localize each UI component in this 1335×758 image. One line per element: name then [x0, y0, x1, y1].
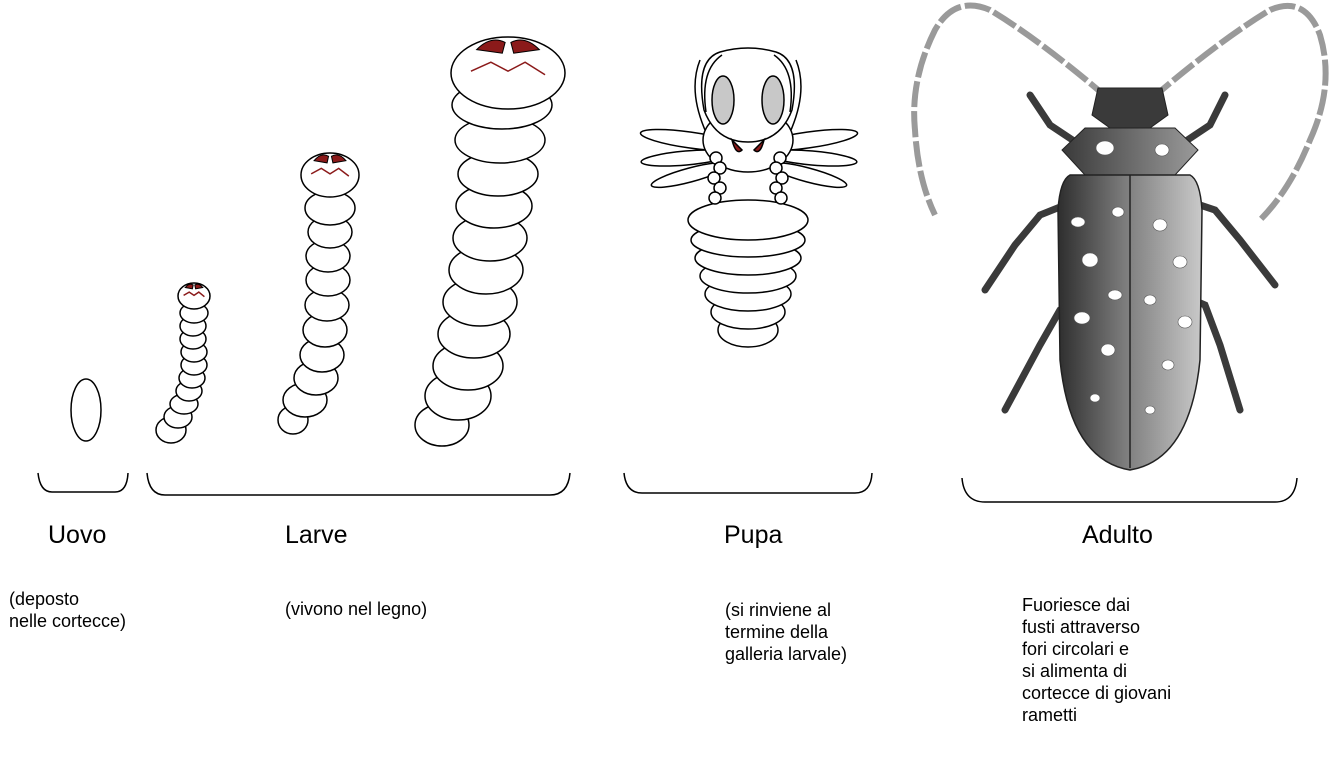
bracket-pupa [624, 473, 872, 493]
bracket-uovo [38, 473, 128, 492]
bracket-larve [147, 473, 570, 495]
larva-medium-drawing [278, 153, 359, 434]
stage-description-pupa: (si rinviene al termine della galleria l… [725, 599, 847, 665]
stage-title-larve: Larve [285, 520, 348, 550]
stage-description-larve: (vivono nel legno) [285, 598, 427, 620]
larva-small-drawing [156, 283, 210, 443]
stage-description-uovo: (deposto nelle cortecce) [9, 588, 126, 632]
egg-drawing [71, 379, 101, 441]
stage-title-pupa: Pupa [724, 520, 782, 550]
larva-head [301, 153, 359, 197]
adult-beetle-drawing [914, 6, 1325, 471]
larva-head [451, 37, 565, 109]
bracket-adulto [962, 478, 1297, 502]
larva-large-drawing [415, 37, 565, 446]
stage-description-adulto: Fuoriesce dai fusti attraverso fori circ… [1022, 594, 1171, 726]
stage-title-adulto: Adulto [1082, 520, 1153, 550]
stage-title-uovo: Uovo [48, 520, 106, 550]
pupa-drawing [639, 48, 858, 347]
